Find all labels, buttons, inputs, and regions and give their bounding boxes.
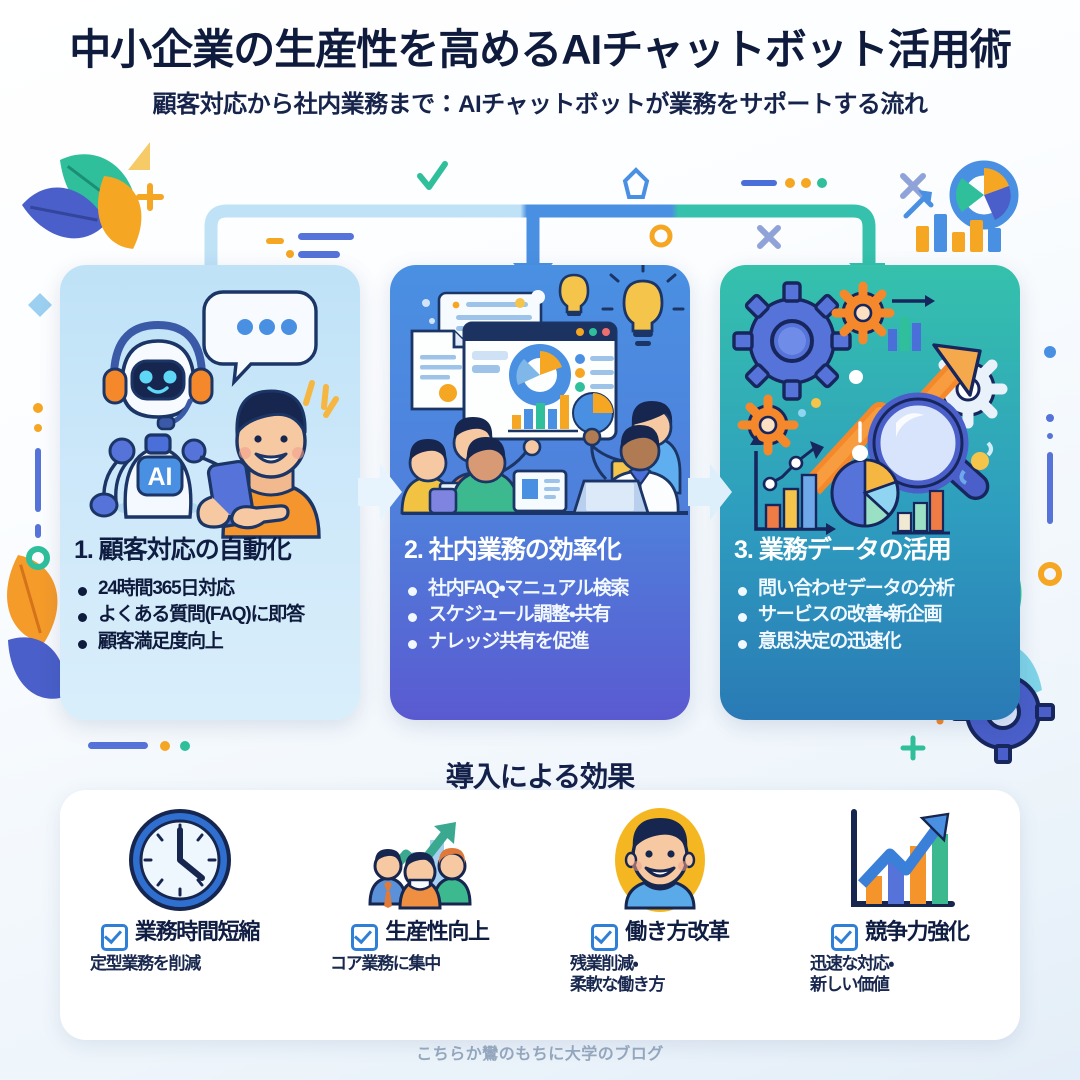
- deco-dot: [33, 403, 43, 413]
- svg-text:AI: AI: [148, 463, 173, 491]
- gear-orange-top-icon: [831, 281, 895, 345]
- panel-3-illustration: [720, 265, 1020, 540]
- panel-1-illustration: AI: [60, 265, 360, 540]
- panel-3-text: 3. 業務データの活用 問い合わせデータの分析 サービスの改善・新企画 意思決定…: [720, 536, 1020, 657]
- header-block: 中小企業の生産性を高めるAIチャットボット活用術 顧客対応から社内業務まで：AI…: [0, 26, 1080, 119]
- line-chart-icon: [750, 435, 836, 535]
- benefits-grid: 業務時間短縮 定型業務を削減: [60, 790, 1020, 1040]
- bar-chart-arrow-icon: [840, 804, 960, 916]
- list-item: ナレッジ共有を促進: [404, 629, 676, 656]
- benefit-sub: 定型業務を削減: [60, 954, 300, 975]
- panel-customer-support[interactable]: AI: [60, 265, 360, 720]
- benefit-label: 生産性向上: [385, 919, 490, 944]
- panel-1-text: 1. 顧客対応の自動化 24時間365日対応 よくある質問(FAQ)に即答 顧客…: [60, 536, 360, 657]
- team-person-green: [428, 437, 568, 515]
- page-subtitle: 顧客対応から社内業務まで：AIチャットボットが業務をサポートする流れ: [152, 91, 928, 119]
- chat-bubble-icon: [202, 290, 318, 387]
- clock-icon: [120, 804, 240, 916]
- footer-credit: こちらか鸞のもちに大学のブログ: [416, 1046, 664, 1063]
- gear-orange-left-icon: [737, 394, 799, 456]
- deco-donut-chart: [949, 160, 1019, 230]
- panel-internal-operations[interactable]: 2. 社内業務の効率化 社内FAQ・マニュアル検索 スケジュール調整・共有 ナレ…: [390, 265, 690, 720]
- benefit-label: 競争力強化: [865, 919, 970, 944]
- benefit-sub-line: コア業務に集中: [330, 954, 441, 973]
- arrow-panel1-to-panel2: [358, 464, 402, 520]
- process-panels: AI: [60, 265, 1040, 720]
- check-icon: [591, 924, 619, 951]
- lightbulb-icon-2: [601, 265, 685, 346]
- panel-2-illustration: [390, 265, 690, 540]
- benefit-item-competitiveness[interactable]: 競争力強化 迅速な対応・ 新しい価値: [780, 790, 1020, 1040]
- list-item: サービスの改善・新企画: [734, 602, 1006, 629]
- page-title: 中小企業の生産性を高めるAIチャットボット活用術: [69, 26, 1012, 73]
- benefit-3-row: 働き方改革: [591, 919, 730, 951]
- benefit-sub: 残業削減・ 柔軟な働き方: [540, 954, 780, 995]
- list-item: 顧客満足度向上: [74, 629, 346, 656]
- list-item: よくある質問(FAQ)に即答: [74, 602, 346, 629]
- arrow-panel2-to-panel3: [688, 464, 732, 520]
- benefit-item-work-style[interactable]: 働き方改革 残業削減・ 柔軟な働き方: [540, 790, 780, 1040]
- benefits-card: 業務時間短縮 定型業務を削減: [60, 790, 1020, 1040]
- benefit-item-productivity[interactable]: 生産性向上 コア業務に集中: [300, 790, 540, 1040]
- team-person-suit: [572, 425, 680, 515]
- document-icon: [410, 329, 472, 411]
- effects-title: 導入による効果: [445, 761, 635, 792]
- list-item: 意思決定の迅速化: [734, 629, 1006, 656]
- lightbulb-icon-1: [558, 273, 590, 316]
- panel-2-list: 社内FAQ・マニュアル検索 スケジュール調整・共有 ナレッジ共有を促進: [404, 576, 676, 657]
- benefit-sub-line: 定型業務を削減: [90, 954, 201, 973]
- panel-data-utilization[interactable]: 3. 業務データの活用 問い合わせデータの分析 サービスの改善・新企画 意思決定…: [720, 265, 1020, 720]
- benefit-sub-line: 新しい価値: [810, 974, 890, 994]
- benefit-sub: コア業務に集中: [300, 954, 540, 975]
- ai-robot-icon: AI: [89, 320, 240, 519]
- list-item: 社内FAQ・マニュアル検索: [404, 576, 676, 603]
- benefit-label: 働き方改革: [625, 919, 730, 944]
- panel-3-heading: 3. 業務データの活用: [734, 536, 952, 564]
- team-growth-icon: [360, 804, 480, 916]
- gear-large-icon: [732, 281, 852, 401]
- benefit-sub-line: 迅速な対応・: [810, 954, 894, 973]
- list-item: 24時間365日対応: [74, 576, 346, 603]
- benefit-item-work-time[interactable]: 業務時間短縮 定型業務を削減: [60, 790, 300, 1040]
- pie-chart-icon: [830, 458, 900, 528]
- dashboard-window-icon: [462, 321, 618, 441]
- benefit-4-row: 競争力強化: [831, 919, 970, 951]
- benefit-sub-line: 柔軟な働き方: [570, 974, 666, 994]
- customer-person-icon: [196, 380, 339, 539]
- panel-2-text: 2. 社内業務の効率化 社内FAQ・マニュアル検索 スケジュール調整・共有 ナレ…: [390, 536, 690, 657]
- benefit-sub-line: 残業削減・: [570, 954, 639, 973]
- list-item: スケジュール調整・共有: [404, 602, 676, 629]
- smiling-person-icon: [600, 804, 720, 916]
- benefit-1-row: 業務時間短縮: [100, 919, 261, 951]
- check-icon: [831, 924, 859, 951]
- panel-2-heading: 2. 社内業務の効率化: [404, 536, 622, 564]
- check-icon: [351, 924, 379, 951]
- list-item: 問い合わせデータの分析: [734, 576, 1006, 603]
- panel-1-heading: 1. 顧客対応の自動化: [74, 536, 292, 564]
- panel-1-list: 24時間365日対応 よくある質問(FAQ)に即答 顧客満足度向上: [74, 576, 346, 657]
- panel-3-list: 問い合わせデータの分析 サービスの改善・新企画 意思決定の迅速化: [734, 576, 1006, 657]
- check-icon: [100, 924, 128, 951]
- benefit-sub: 迅速な対応・ 新しい価値: [780, 954, 1020, 995]
- benefit-2-row: 生産性向上: [351, 919, 490, 951]
- benefit-label: 業務時間短縮: [134, 919, 261, 944]
